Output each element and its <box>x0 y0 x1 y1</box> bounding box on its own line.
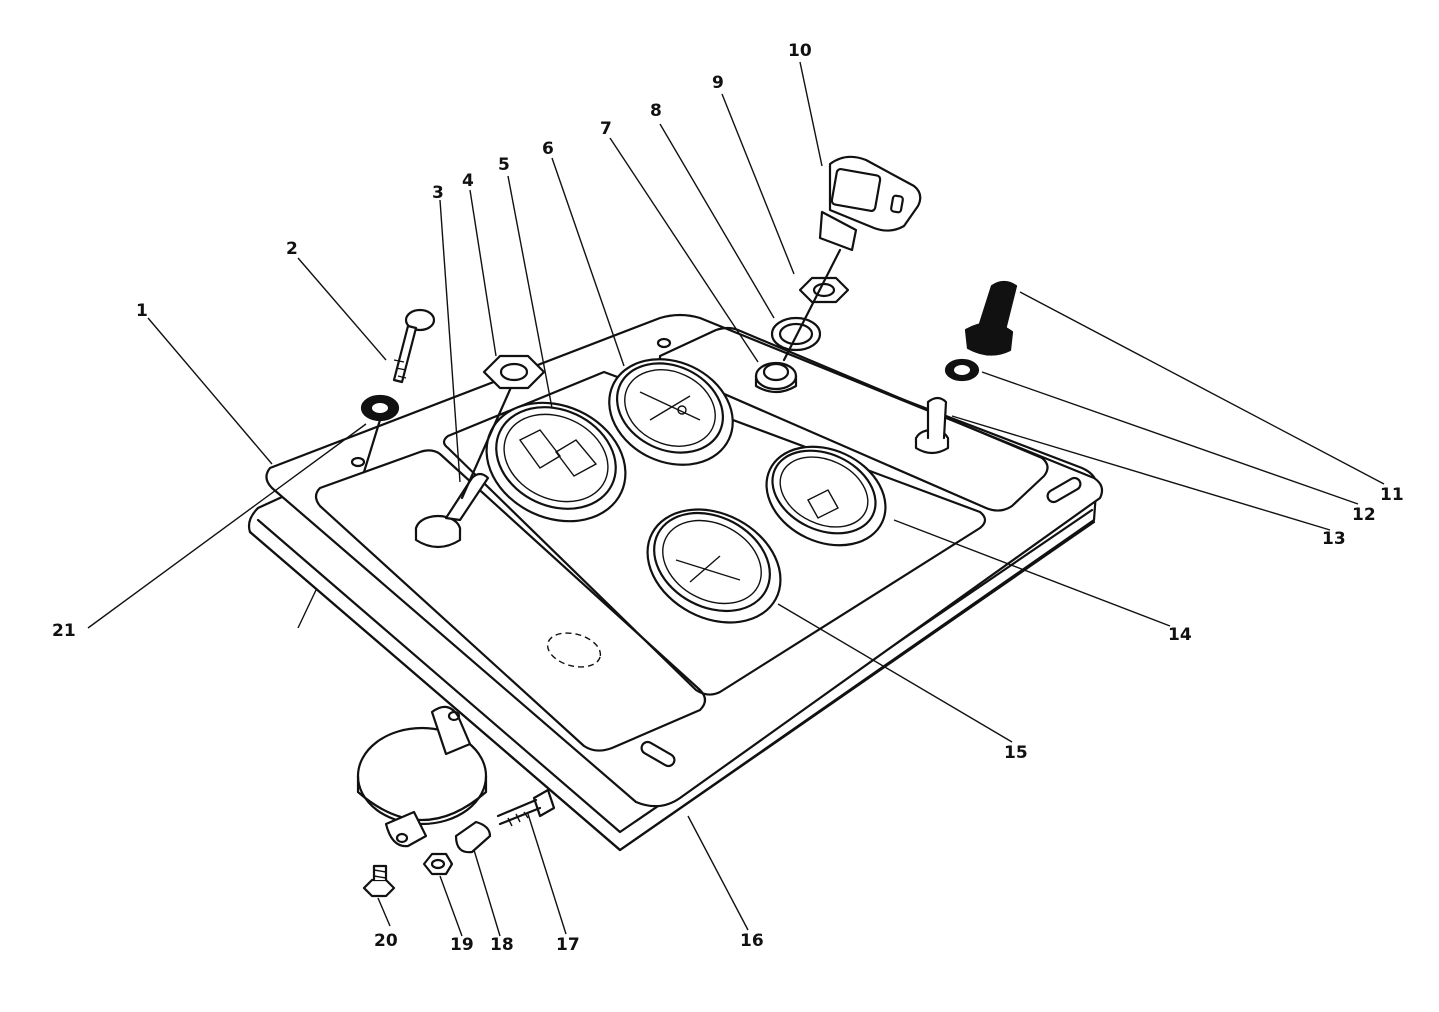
key-10 <box>818 155 922 252</box>
callout-1: 1 <box>136 301 148 321</box>
boot-11 <box>964 280 1018 356</box>
bolt-2 <box>392 308 436 384</box>
callout-8: 8 <box>650 101 662 121</box>
callout-15: 15 <box>1004 743 1028 763</box>
lockwasher-8 <box>770 316 822 352</box>
callout-7: 7 <box>600 119 612 139</box>
callout-17: 17 <box>556 935 580 955</box>
nut-19 <box>422 852 454 876</box>
screw-17 <box>496 788 556 827</box>
callout-19: 19 <box>450 935 474 955</box>
callout-12: 12 <box>1352 505 1376 525</box>
callout-11: 11 <box>1380 485 1404 505</box>
callout-16: 16 <box>740 931 764 951</box>
callout-6: 6 <box>542 139 554 159</box>
nut-9 <box>782 248 850 362</box>
washer-12 <box>944 358 980 382</box>
callout-5: 5 <box>498 155 510 175</box>
gauge-14 <box>765 445 887 547</box>
callout-18: 18 <box>490 935 514 955</box>
toggle-switch-13 <box>914 396 950 455</box>
screw-20 <box>362 864 396 898</box>
leader-lines <box>87 61 1385 937</box>
callout-20: 20 <box>374 931 398 951</box>
switch-3 <box>414 356 526 549</box>
callout-3: 3 <box>432 183 444 203</box>
nut-4 <box>482 354 546 390</box>
callout-labels: 1 2 3 4 5 6 7 8 9 10 11 12 13 14 15 16 1… <box>52 41 1404 955</box>
washer-21 <box>360 394 400 474</box>
callout-10: 10 <box>788 41 812 61</box>
grommet-7 <box>754 361 798 394</box>
callout-21: 21 <box>52 621 76 641</box>
callout-14: 14 <box>1168 625 1192 645</box>
clamp-18 <box>356 705 492 854</box>
callout-2: 2 <box>286 239 298 259</box>
gauge-5 <box>485 401 627 523</box>
gauge-15 <box>646 508 782 624</box>
callout-9: 9 <box>712 73 724 93</box>
callout-4: 4 <box>462 171 474 191</box>
callout-13: 13 <box>1322 529 1346 549</box>
gauge-6 <box>608 358 734 466</box>
